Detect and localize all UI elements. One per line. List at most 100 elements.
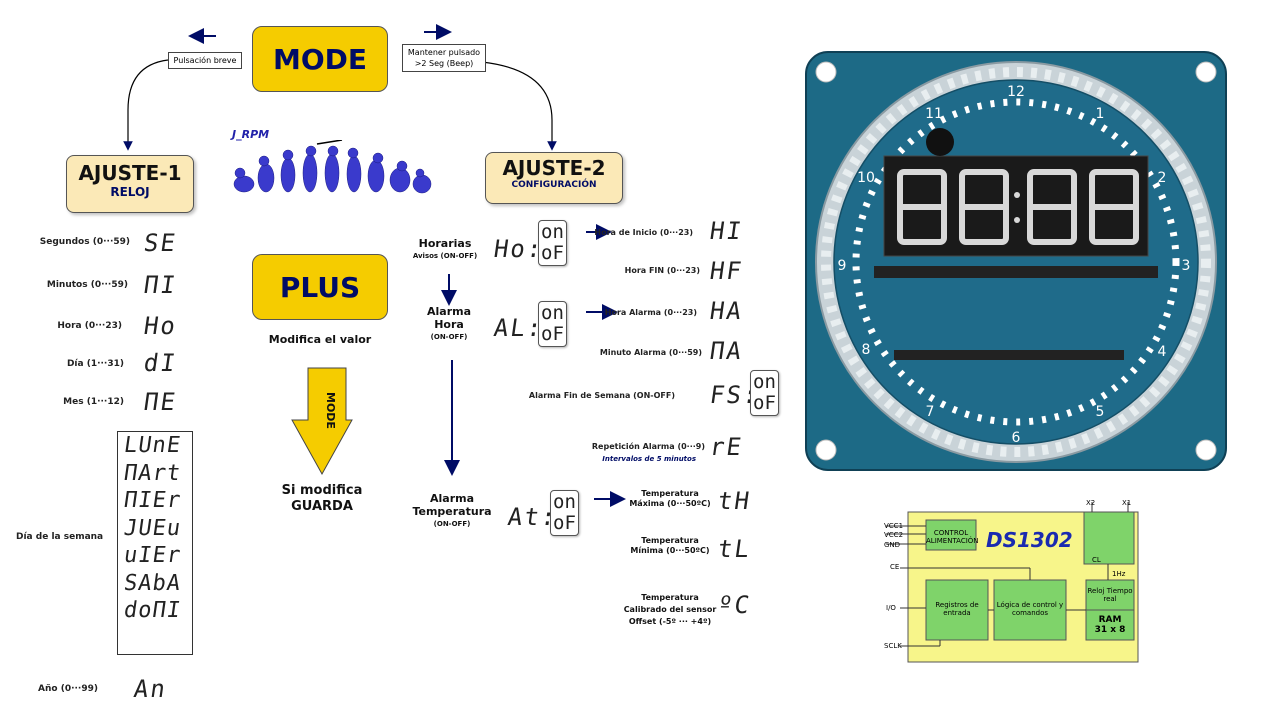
- weekday-0: LUnE: [122, 433, 183, 458]
- horarias-label: Horarias Avisos (ON-OFF): [400, 237, 490, 263]
- temp-cal-l2: Calibrado del sensor: [623, 605, 717, 614]
- mode-button[interactable]: MODE: [252, 26, 388, 92]
- weekday-2: ΠIEr: [122, 488, 183, 513]
- cfg-code-repeticion: rE: [708, 433, 745, 461]
- ds1302-pin-x2: X2: [1086, 499, 1096, 507]
- temp-min-label: Temperatura Mínima (0···50ºC): [620, 536, 720, 556]
- ds1302-ram: RAM 31 x 8: [1094, 615, 1126, 635]
- ajuste1-subtitle: RELOJ: [110, 185, 150, 199]
- reloj-label-hour: Hora (0···23): [57, 321, 122, 331]
- temp-max-code: tH: [716, 487, 753, 515]
- reloj-label-day: Día (1···31): [66, 359, 124, 369]
- svg-text:12: 12: [1007, 84, 1025, 100]
- ds1302-diagram: [886, 502, 1139, 663]
- svg-text:1: 1: [1096, 106, 1105, 122]
- temp-max-l2: Máxima (0···50ºC): [629, 499, 711, 508]
- cfg-code-hora-alarma: HA: [708, 297, 745, 325]
- onoff-on: on: [541, 221, 564, 243]
- ds1302-reloj: Reloj Tiempo real: [1087, 587, 1133, 603]
- temp-max-label: Temperatura Máxima (0···50ºC): [620, 489, 720, 509]
- ds1302-pin-io: I/O: [886, 604, 896, 612]
- save-caption: Si modifica GUARDA: [262, 483, 382, 515]
- cfg-label-minuto-alarma: Minuto Alarma (0···59): [599, 348, 702, 357]
- ds1302-cl: CL: [1092, 556, 1101, 564]
- jrpm-logo: J_RPM: [232, 128, 432, 198]
- weekday-display-box: LUnE ΠArt ΠIEr JUEu uIEr SAbA doΠI: [117, 431, 193, 655]
- onoff-on: on: [753, 371, 776, 393]
- reloj-code-month: ΠE: [142, 388, 179, 416]
- weekday-6: doΠI: [122, 598, 183, 623]
- ds1302-logica: Lógica de control y comandos: [996, 601, 1064, 617]
- ajuste2-title: AJUSTE-2: [502, 156, 606, 180]
- ajuste1-box: AJUSTE-1 RELOJ: [66, 155, 194, 213]
- reloj-code-minutes: ΠI: [142, 271, 179, 299]
- svg-text:9: 9: [838, 258, 847, 274]
- cfg-code-hora-fin: HF: [708, 257, 745, 285]
- temp-cal-l3: Offset (-5º ··· +4º): [628, 617, 712, 626]
- ds1302-pin-ce: CE: [890, 563, 900, 571]
- svg-text:4: 4: [1158, 344, 1167, 360]
- logo-text: J_RPM: [232, 128, 270, 141]
- mode-arrow-text: MODE: [324, 392, 337, 429]
- plus-caption: Modifica el valor: [268, 333, 372, 346]
- year-code: An: [132, 675, 169, 703]
- svg-text:11: 11: [925, 106, 943, 122]
- alarma-temp-onoff: on oF: [550, 490, 579, 536]
- alarma-temp-label: Alarma Temperatura (ON-OFF): [404, 492, 500, 531]
- onoff-off: oF: [553, 512, 576, 534]
- temp-max-l1: Temperatura: [641, 489, 699, 498]
- svg-text:7: 7: [926, 404, 935, 420]
- ds1302-hz: 1Hz: [1112, 570, 1126, 578]
- onoff-off: oF: [541, 323, 564, 345]
- weekday-1: ΠArt: [122, 460, 183, 486]
- reloj-label-minutes: Minutos (0···59): [46, 280, 128, 290]
- reloj-code-seconds: SE: [142, 229, 179, 257]
- svg-text:5: 5: [1096, 404, 1105, 420]
- long-press-note: Mantener pulsado>2 Seg (Beep): [402, 44, 486, 72]
- cfg-code-minuto-alarma: ΠA: [708, 337, 745, 365]
- save-line-2: GUARDA: [291, 499, 353, 514]
- short-press-note: Pulsación breve: [168, 52, 242, 69]
- alarma-temp-t2: Temperatura: [412, 505, 492, 518]
- save-line-1: Si modifica: [281, 483, 363, 498]
- cfg-label-repeticion: Repetición Alarma (0···9): [591, 442, 705, 451]
- fin-semana-onoff: on oF: [750, 370, 779, 416]
- svg-text:2: 2: [1158, 170, 1167, 186]
- ds1302-pin-vcc2: VCC2: [884, 531, 904, 539]
- cfg-code-hora-inicio: HI: [708, 217, 745, 245]
- ajuste2-subtitle: CONFIGURACIÓN: [511, 180, 597, 190]
- ajuste2-box: AJUSTE-2 CONFIGURACIÓN: [485, 152, 623, 204]
- horarias-onoff: on oF: [538, 220, 567, 266]
- onoff-on: on: [541, 302, 564, 324]
- ds1302-pin-vcc1: VCC1: [884, 522, 904, 530]
- svg-text:8: 8: [862, 342, 871, 358]
- alarma-temp-sub: (ON-OFF): [433, 520, 471, 528]
- plus-button[interactable]: PLUS: [252, 254, 388, 320]
- alarma-hora-onoff: on oF: [538, 301, 567, 347]
- onoff-on: on: [553, 491, 576, 513]
- temp-min-l1: Temperatura: [641, 536, 699, 545]
- temp-cal-code: ºC: [716, 591, 753, 619]
- reloj-label-month: Mes (1···12): [63, 397, 124, 407]
- ds1302-pin-sclk: SCLK: [884, 642, 902, 650]
- alarma-hora-label: Alarma Hora (ON-OFF): [404, 305, 494, 344]
- evolution-silhouettes-icon: [233, 140, 432, 194]
- horarias-title: Horarias: [418, 237, 472, 250]
- temp-min-code: tL: [716, 535, 753, 563]
- ds1302-pin-x1: X1: [1122, 499, 1132, 507]
- temp-cal-l1: Temperatura: [641, 593, 699, 602]
- cfg-label-hora-inicio: Hora de Inicio (0···23): [594, 228, 693, 237]
- cfg-note-repeticion: Intervalos de 5 minutos: [602, 455, 696, 463]
- weekday-5: SAbA: [122, 570, 183, 596]
- cfg-label-fin-semana: Alarma Fin de Semana (ON-OFF): [528, 391, 675, 400]
- svg-text:6: 6: [1012, 430, 1021, 446]
- reloj-code-day: dI: [142, 349, 179, 377]
- onoff-off: oF: [541, 242, 564, 264]
- ds1302-control: CONTROL ALIMENTACIÓN: [926, 529, 979, 545]
- weekday-3: JUEu: [122, 515, 183, 541]
- year-label: Año (0···99): [38, 684, 98, 694]
- temp-cal-label: Temperatura Calibrado del sensor Offset …: [616, 592, 724, 628]
- temp-min-l2: Mínima (0···50ºC): [630, 546, 710, 555]
- ajuste1-title: AJUSTE-1: [78, 161, 182, 185]
- alarma-hora-t1: Alarma: [426, 305, 472, 318]
